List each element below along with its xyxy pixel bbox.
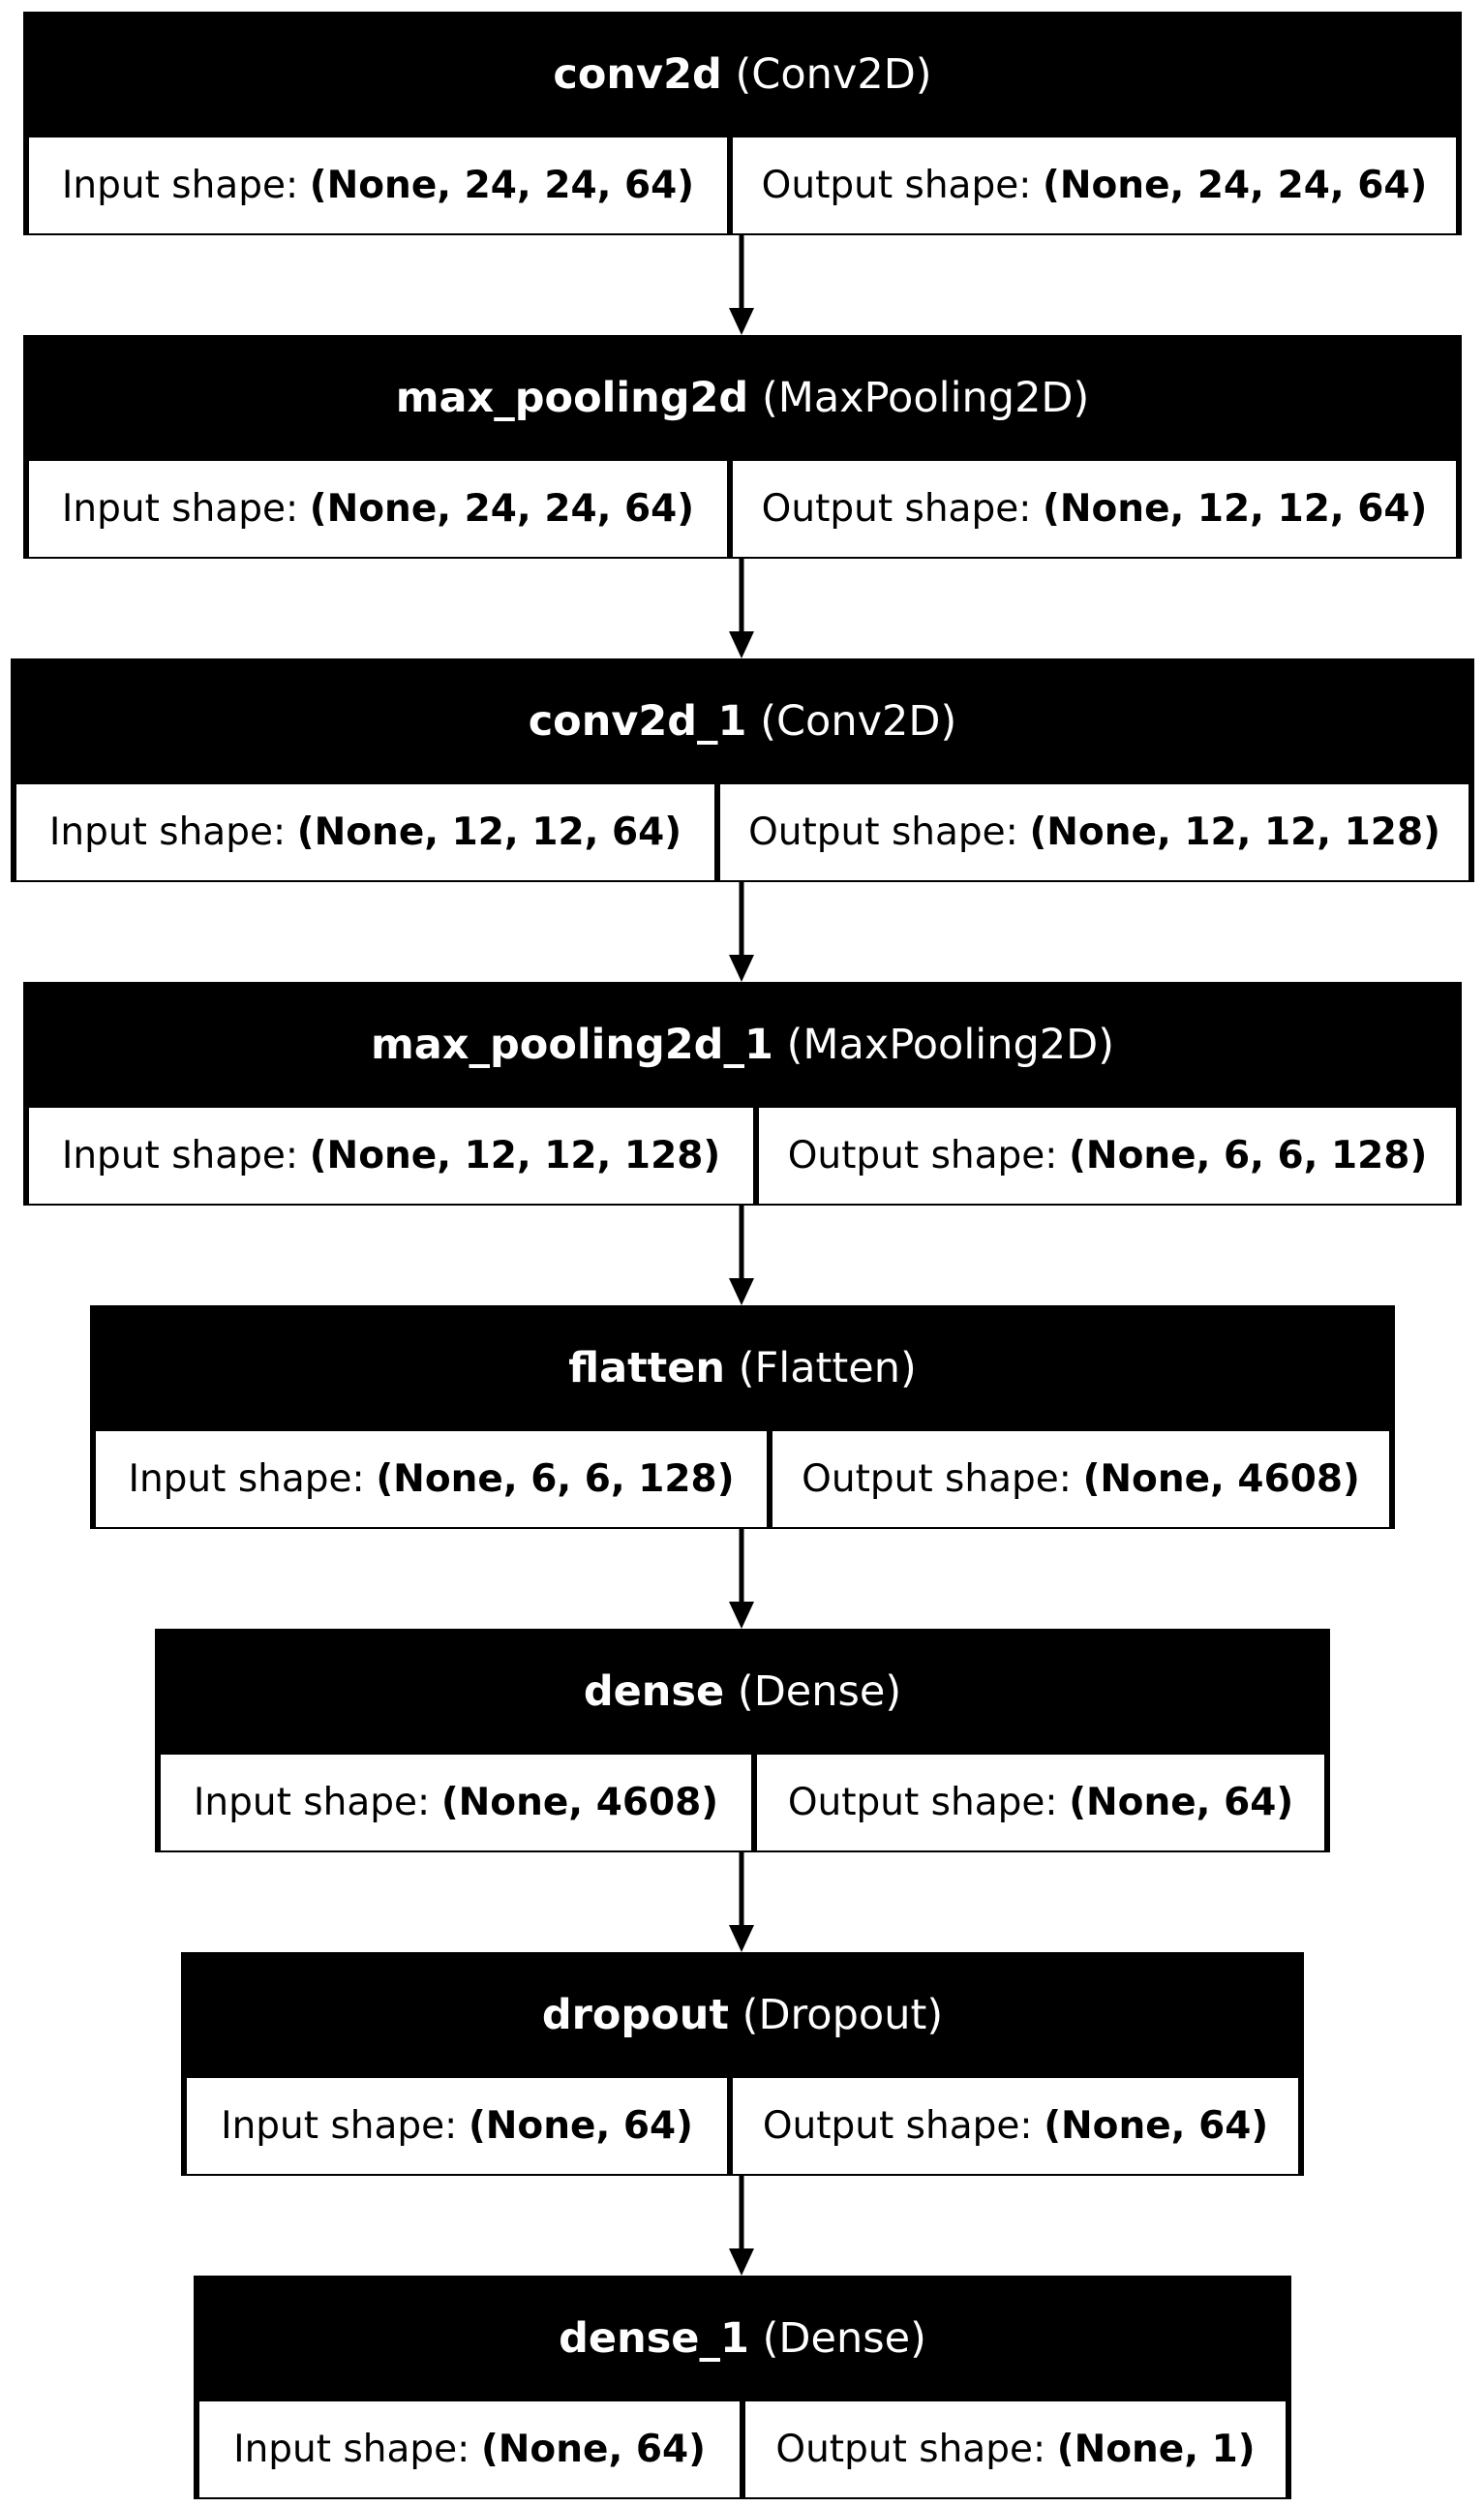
layer-node-flatten: flatten (Flatten) Input shape:(None, 6, 6… (90, 1305, 1395, 1529)
layer-type: (Dropout) (742, 1991, 944, 2039)
input-shape-value: (None, 64) (468, 2104, 693, 2148)
input-shape-cell: Input shape:(None, 64) (199, 2401, 740, 2497)
layer-shapes: Input shape:(None, 12, 12, 128) Output s… (29, 1102, 1456, 1204)
layer-shapes: Input shape:(None, 12, 12, 64) Output sh… (16, 779, 1469, 880)
output-shape-value: (None, 6, 6, 128) (1069, 1134, 1428, 1177)
layer-node-max-pooling2d: max_pooling2d(MaxPooling2D) Input shape:… (23, 335, 1462, 559)
input-shape-label: Input shape: (61, 164, 299, 207)
input-shape-cell: Input shape:(None, 64) (187, 2078, 727, 2174)
layer-header: max_pooling2d(MaxPooling2D) (29, 341, 1456, 455)
arrow-conv2d-1-to-max-pooling2d-1 (729, 882, 754, 982)
layer-name: flatten (568, 1344, 725, 1392)
output-shape-label: Output shape: (748, 810, 1018, 854)
layer-shapes: Input shape:(None, 24, 24, 64) Output sh… (29, 132, 1456, 233)
input-shape-cell: Input shape:(None, 4608) (161, 1755, 751, 1850)
output-shape-cell: Output shape: (None, 6, 6, 128) (759, 1108, 1456, 1204)
layer-type: (Dense) (737, 1667, 902, 1716)
layer-node-dropout: dropout (Dropout) Input shape:(None, 64) … (181, 1952, 1304, 2176)
layer-shapes: Input shape:(None, 24, 24, 64) Output sh… (29, 455, 1456, 557)
layer-name: dropout (541, 1991, 729, 2039)
layer-header: dense(Dense) (161, 1635, 1324, 1749)
input-shape-cell: Input shape:(None, 24, 24, 64) (29, 138, 727, 233)
output-shape-cell: Output shape:(None, 64) (733, 2078, 1298, 2174)
arrow-max-pooling2d-to-conv2d-1 (729, 559, 754, 658)
layer-shapes: Input shape:(None, 64) Output shape:(Non… (187, 2072, 1298, 2174)
input-shape-value: (None, 4608) (440, 1781, 719, 1824)
output-shape-label: Output shape: (787, 1781, 1058, 1824)
layer-name: conv2d_1 (528, 697, 747, 746)
layer-type: (Dense) (762, 2314, 926, 2363)
output-shape-value: (None, 24, 24, 64) (1043, 164, 1428, 207)
input-shape-label: Input shape: (48, 810, 287, 854)
layer-type: (MaxPooling2D) (761, 374, 1090, 422)
layer-type: (Flatten) (738, 1344, 917, 1392)
output-shape-label: Output shape: (762, 2104, 1033, 2148)
input-shape-value: (None, 24, 24, 64) (309, 487, 695, 531)
layer-header: conv2d (Conv2D) (29, 17, 1456, 132)
output-shape-cell: Output shape: (None, 24, 24, 64) (733, 138, 1456, 233)
layer-node-dense: dense(Dense) Input shape:(None, 4608) Ou… (155, 1629, 1330, 1852)
input-shape-label: Input shape: (193, 1781, 431, 1824)
input-shape-cell: Input shape:(None, 6, 6, 128) (96, 1431, 767, 1527)
layer-node-dense-1: dense_1 (Dense) Input shape:(None, 64) Ou… (194, 2276, 1291, 2499)
arrow-flatten-to-dense (729, 1529, 754, 1629)
layer-type: (Conv2D) (735, 50, 932, 99)
output-shape-value: (None, 64) (1044, 2104, 1269, 2148)
input-shape-cell: Input shape:(None, 12, 12, 64) (16, 784, 714, 880)
input-shape-cell: Input shape:(None, 12, 12, 128) (29, 1108, 753, 1204)
layer-name: dense_1 (559, 2314, 749, 2363)
layer-shapes: Input shape:(None, 6, 6, 128) Output sha… (96, 1425, 1389, 1527)
output-shape-value: (None, 4608) (1082, 1457, 1360, 1501)
output-shape-cell: Output shape:(None, 1) (745, 2401, 1286, 2497)
output-shape-label: Output shape: (761, 164, 1032, 207)
output-shape-value: (None, 64) (1069, 1781, 1294, 1824)
layer-node-conv2d: conv2d(Conv2D) Input shape:(None, 24, 24… (23, 12, 1462, 235)
input-shape-value: (None, 24, 24, 64) (309, 164, 695, 207)
layer-header: dropout (Dropout) (187, 1958, 1298, 2072)
output-shape-value: (None, 1) (1056, 2428, 1256, 2471)
layer-header: max_pooling2d_1 (MaxPooling2D) (29, 988, 1456, 1102)
output-shape-cell: Output shape:(None, 4608) (772, 1431, 1389, 1527)
layer-shapes: Input shape:(None, 64) Output shape:(Non… (199, 2396, 1286, 2497)
output-shape-value: (None, 12, 12, 128) (1029, 810, 1440, 854)
arrow-dropout-to-dense-1 (729, 2176, 754, 2276)
output-shape-label: Output shape: (775, 2428, 1046, 2471)
input-shape-value: (None, 64) (480, 2428, 706, 2471)
arrow-dense-to-dropout (729, 1852, 754, 1952)
layer-header: dense_1 (Dense) (199, 2281, 1286, 2396)
layer-shapes: Input shape:(None, 4608) Output shape: (N… (161, 1749, 1324, 1850)
input-shape-cell: Input shape:(None, 24, 24, 64) (29, 461, 727, 557)
input-shape-label: Input shape: (61, 487, 299, 531)
arrow-max-pooling2d-1-to-flatten (729, 1206, 754, 1305)
layer-node-max-pooling2d-1: max_pooling2d_1 (MaxPooling2D) Input shap… (23, 982, 1462, 1206)
layer-name: max_pooling2d_1 (370, 1021, 773, 1069)
layer-name: conv2d (553, 50, 722, 99)
input-shape-value: (None, 12, 12, 128) (309, 1134, 721, 1177)
layer-type: (MaxPooling2D) (786, 1021, 1115, 1069)
layer-name: max_pooling2d (395, 374, 749, 422)
output-shape-label: Output shape: (761, 487, 1032, 531)
input-shape-label: Input shape: (233, 2428, 470, 2471)
output-shape-value: (None, 12, 12, 64) (1043, 487, 1428, 531)
layer-header: conv2d_1 (Conv2D) (16, 664, 1469, 779)
arrow-conv2d-to-max-pooling2d (729, 235, 754, 335)
layer-type: (Conv2D) (760, 697, 957, 746)
output-shape-label: Output shape: (802, 1457, 1072, 1501)
output-shape-label: Output shape: (787, 1134, 1058, 1177)
input-shape-value: (None, 6, 6, 128) (376, 1457, 735, 1501)
input-shape-value: (None, 12, 12, 64) (296, 810, 682, 854)
output-shape-cell: Output shape: (None, 64) (757, 1755, 1324, 1850)
layer-node-conv2d-1: conv2d_1(Conv2D) Input shape:(None, 12, … (11, 658, 1474, 882)
input-shape-label: Input shape: (61, 1134, 299, 1177)
input-shape-label: Input shape: (221, 2104, 458, 2148)
layer-header: flatten (Flatten) (96, 1311, 1389, 1425)
output-shape-cell: Output shape:(None, 12, 12, 128) (720, 784, 1469, 880)
layer-name: dense (583, 1667, 725, 1716)
input-shape-label: Input shape: (128, 1457, 365, 1501)
output-shape-cell: Output shape:(None, 12, 12, 64) (733, 461, 1456, 557)
